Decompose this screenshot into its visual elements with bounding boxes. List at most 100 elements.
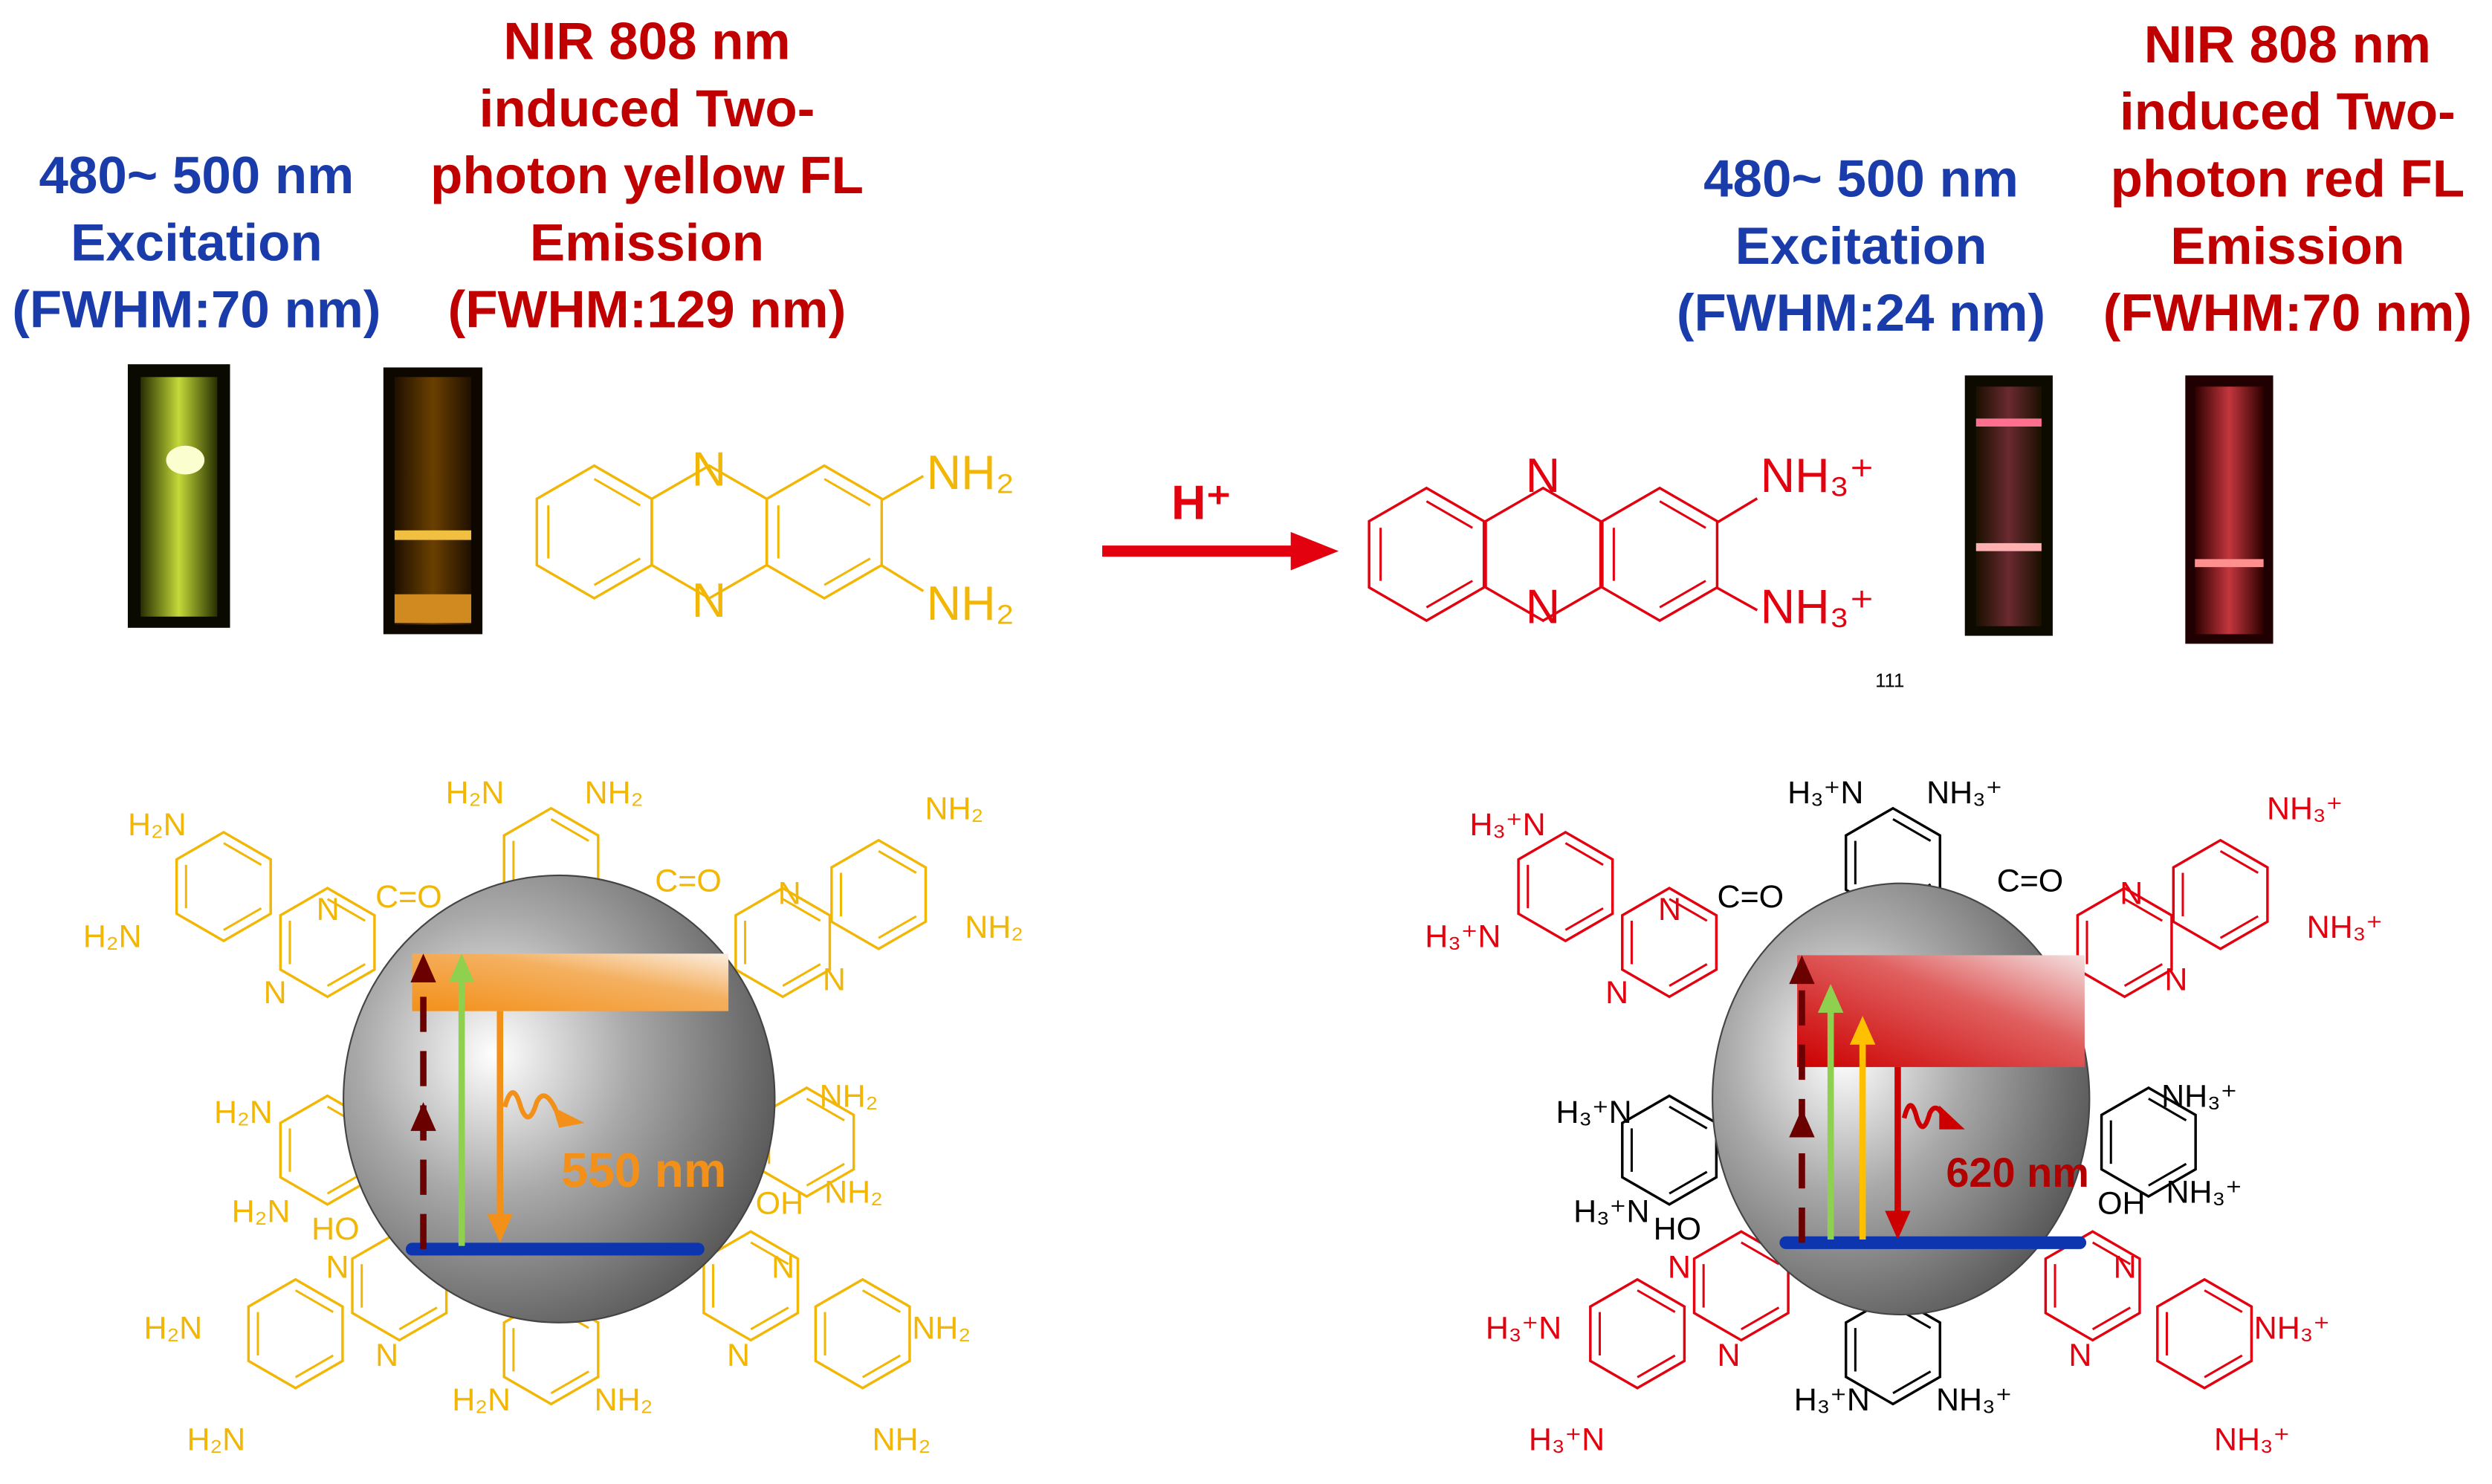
surface-group-label: N (2120, 876, 2143, 912)
surface-group-label: NH₂ (965, 910, 1023, 945)
surface-group-label: N (1605, 975, 1628, 1011)
surface-group-label: H₃⁺N (1486, 1310, 1561, 1346)
heading-line: Excitation (1735, 217, 1987, 276)
surface-group-label: H₂N (446, 775, 505, 811)
nitrogen-label: N (692, 443, 727, 496)
protonated-phenazine-structure (1368, 486, 1758, 623)
surface-group-label: OH (756, 1186, 803, 1222)
surface-group-label: H₃⁺N (1529, 1422, 1605, 1458)
ring (2044, 1230, 2141, 1342)
heading-line: photon yellow FL (430, 146, 864, 205)
heading-line: Emission (2170, 217, 2404, 276)
right-excitation-label: 480~ 500 nm Excitation (FWHM:24 nm) (1677, 149, 2045, 343)
heading-line: photon red FL (2111, 149, 2465, 208)
ring (1589, 1277, 1686, 1390)
surface-group-label: C=O (1718, 879, 1784, 915)
ammonium-label: NH₃⁺ (1761, 580, 1874, 633)
cuvette-photo-red-excitation (1964, 375, 2053, 636)
ring (814, 1277, 911, 1390)
energy-diagram-red: 620 nm (1779, 955, 2089, 1249)
ring (1517, 830, 1614, 943)
heading-line: (FWHM:129 nm) (448, 281, 847, 340)
heading-line: induced Two- (479, 80, 815, 138)
ring (766, 464, 884, 600)
surface-group-label: H₃⁺N (1787, 775, 1863, 811)
surface-group-label: N (264, 975, 287, 1011)
surface-group-label: H₂N (214, 1095, 273, 1130)
surface-group-label: OH (2097, 1186, 2145, 1222)
surface-group-label: NH₂ (824, 1175, 883, 1211)
amine-label: NH₂ (927, 446, 1014, 499)
ring (734, 887, 832, 999)
ring (1844, 1294, 1941, 1406)
ring (247, 1277, 344, 1390)
surface-group-label: HO (1654, 1211, 1701, 1247)
ring (830, 838, 928, 950)
heading-line: induced Two- (2120, 82, 2456, 141)
heading-line: (FWHM:70 nm) (2103, 284, 2472, 343)
ring (2172, 838, 2269, 950)
surface-group-label: N (326, 1250, 349, 1286)
surface-group-label: H₃⁺N (1469, 807, 1545, 843)
surface-group-label: NH₃⁺ (2267, 791, 2343, 827)
surface-group-label: N (778, 876, 801, 912)
energy-diagram-yellow: 550 nm (405, 953, 729, 1256)
ring (502, 1294, 600, 1406)
left-emission-label: NIR 808 nm induced Two- photon yellow FL… (430, 13, 864, 340)
surface-group-label: NH₂ (820, 1079, 878, 1115)
ring (2156, 1277, 2253, 1390)
ring (1621, 1094, 1718, 1206)
heading-line: NIR 808 nm (503, 13, 790, 71)
surface-group-label: NH₃⁺ (1926, 775, 2002, 811)
ring (1484, 486, 1602, 623)
surface-group-label: N (771, 1250, 794, 1286)
ring (2100, 1086, 2197, 1198)
surface-group-label: NH₂ (925, 791, 983, 827)
surface-group-label: H₂N (232, 1193, 291, 1229)
heading-line: 480~ 500 nm (39, 146, 354, 205)
surface-group-label: N (727, 1338, 750, 1373)
surface-group-label: H₂N (128, 807, 187, 843)
surface-group-label: NH₃⁺ (2161, 1079, 2237, 1115)
surface-group-label: C=O (1997, 863, 2064, 898)
surface-group-label: N (2068, 1338, 2091, 1373)
surface-group-label: N (823, 962, 846, 998)
protonated-phenazine-labels: N N NH₃⁺ NH₃⁺ (1526, 449, 1874, 633)
surface-group-label: N (2114, 1250, 2137, 1286)
surface-group-label: H₂N (143, 1310, 202, 1346)
heading-line: Excitation (71, 213, 323, 272)
surface-group-label: H₂N (452, 1382, 511, 1418)
ring (535, 464, 653, 600)
surface-group-label: H₃⁺N (1573, 1193, 1649, 1229)
ring (175, 830, 272, 943)
footnote-number: 111 (1875, 670, 1904, 691)
surface-group-label: H₃⁺N (1794, 1382, 1870, 1418)
ring (279, 887, 376, 999)
nitrogen-label: N (1526, 580, 1561, 633)
emission-wavelength: 620 nm (1946, 1149, 2089, 1196)
heading-line: (FWHM:24 nm) (1677, 284, 2045, 343)
ring (1368, 486, 1486, 623)
surface-group-label: NH₃⁺ (2214, 1422, 2290, 1458)
nitrogen-label: N (692, 574, 727, 627)
heading-line: Emission (530, 213, 764, 272)
surface-group-label: N (2164, 962, 2187, 998)
surface-group-label: N (317, 892, 340, 927)
surface-group-label: NH₃⁺ (2254, 1310, 2330, 1346)
ring (2076, 887, 2173, 999)
ring (1621, 887, 1718, 999)
relaxation-squiggle-icon (502, 1090, 558, 1120)
surface-group-label: H₂N (187, 1422, 245, 1458)
cuvette-photo-yellow-excitation (127, 364, 230, 628)
nitrogen-label: N (1526, 449, 1561, 502)
surface-group-label: NH₂ (912, 1310, 971, 1346)
cuvette-photo-yellow-emission (383, 367, 483, 635)
surface-group-label: N (1668, 1250, 1691, 1286)
surface-group-label: NH₂ (595, 1382, 653, 1418)
surface-group-label: NH₂ (585, 775, 644, 811)
diaminophenazine-structure (535, 464, 925, 600)
surface-group-label: N (1718, 1338, 1741, 1373)
surface-group-label: N (1658, 892, 1681, 927)
